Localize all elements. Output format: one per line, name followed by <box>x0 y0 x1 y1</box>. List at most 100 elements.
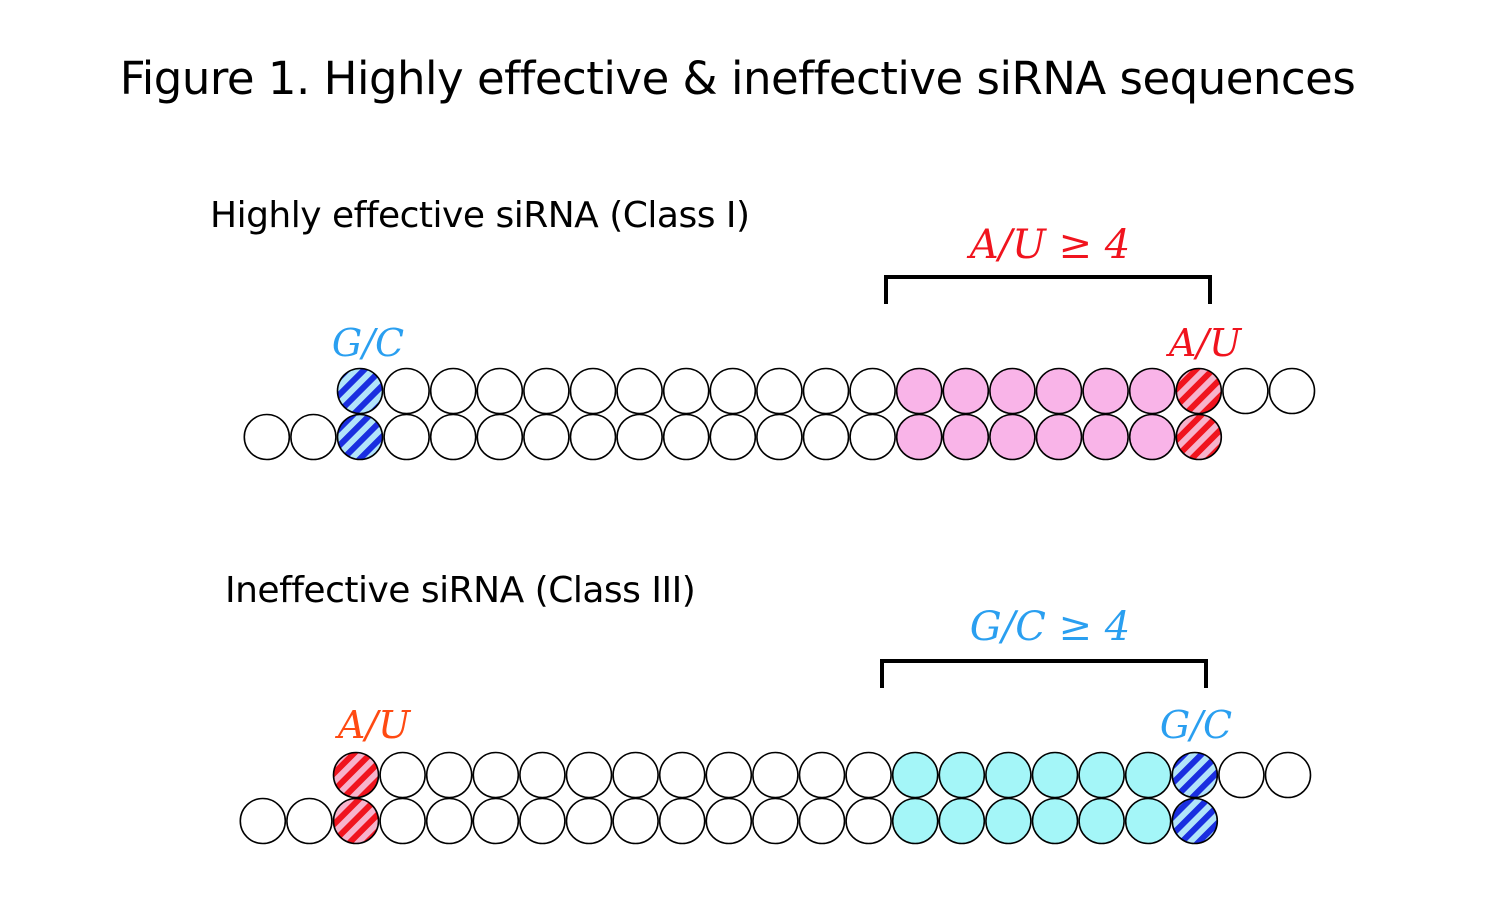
sense-nucleotide <box>379 751 426 799</box>
sense-nucleotide <box>709 367 757 415</box>
antisense-nucleotide <box>290 413 337 461</box>
antisense-nucleotide <box>332 797 380 845</box>
sense-nucleotide <box>1031 751 1079 799</box>
sense-nucleotide <box>1222 367 1269 415</box>
antisense-nucleotide <box>1031 797 1079 845</box>
class-1-duplex <box>243 367 1316 461</box>
sense-nucleotide <box>565 751 613 799</box>
antisense-nucleotide <box>1124 797 1172 845</box>
antisense-nucleotide <box>709 413 757 461</box>
antisense-nucleotide <box>523 413 570 461</box>
antisense-nucleotide <box>612 797 659 845</box>
sense-nucleotide <box>472 751 520 799</box>
antisense-nucleotide <box>845 797 892 845</box>
antisense-nucleotide <box>425 797 473 845</box>
antisense-nucleotide <box>565 797 613 845</box>
class-1-left-label: G/C <box>332 321 404 365</box>
antisense-nucleotide <box>286 797 333 845</box>
sense-nucleotide <box>519 751 566 799</box>
sense-nucleotide <box>798 751 846 799</box>
class-1-bracket-label: A/U ≥ 4 <box>966 222 1130 268</box>
sense-nucleotide <box>425 751 473 799</box>
antisense-nucleotide <box>1078 797 1125 845</box>
class-3-right-label: G/C <box>1160 703 1232 747</box>
antisense-nucleotide <box>895 413 943 461</box>
sense-nucleotide <box>849 367 896 415</box>
antisense-nucleotide <box>616 413 663 461</box>
antisense-nucleotide <box>849 413 896 461</box>
antisense-nucleotide <box>985 797 1032 845</box>
sense-nucleotide <box>1171 751 1219 799</box>
antisense-nucleotide <box>658 797 706 845</box>
antisense-nucleotide <box>662 413 710 461</box>
class-3-left-label: A/U <box>335 703 412 747</box>
class-1-panel: A/U ≥ 4 G/C A/U <box>243 222 1316 461</box>
sense-nucleotide <box>658 751 706 799</box>
antisense-nucleotide <box>705 797 753 845</box>
sense-nucleotide <box>1082 367 1129 415</box>
class-3-duplex <box>239 751 1312 845</box>
sense-nucleotide <box>891 751 939 799</box>
antisense-nucleotide <box>476 413 524 461</box>
antisense-nucleotide <box>569 413 617 461</box>
sense-nucleotide <box>569 367 617 415</box>
sense-nucleotide <box>1124 751 1172 799</box>
sense-nucleotide <box>336 367 384 415</box>
sense-nucleotide <box>705 751 753 799</box>
sense-nucleotide <box>1268 367 1316 415</box>
sense-nucleotide <box>1035 367 1083 415</box>
antisense-nucleotide <box>1175 413 1223 461</box>
sense-nucleotide <box>752 751 799 799</box>
antisense-nucleotide <box>752 797 799 845</box>
sense-nucleotide <box>1175 367 1223 415</box>
figure-title: Figure 1. Highly effective & ineffective… <box>119 52 1356 105</box>
sense-nucleotide <box>616 367 663 415</box>
sense-nucleotide <box>938 751 986 799</box>
class-3-panel: G/C ≥ 4 A/U G/C <box>239 604 1312 845</box>
sense-nucleotide <box>429 367 477 415</box>
antisense-nucleotide <box>942 413 990 461</box>
antisense-nucleotide <box>1082 413 1129 461</box>
sense-nucleotide <box>383 367 430 415</box>
class-1-heading: Highly effective siRNA (Class I) <box>210 195 750 236</box>
antisense-nucleotide <box>472 797 520 845</box>
sense-nucleotide <box>1078 751 1125 799</box>
sense-nucleotide <box>1264 751 1312 799</box>
antisense-nucleotide <box>243 413 291 461</box>
antisense-nucleotide <box>429 413 477 461</box>
class-1-bracket <box>884 275 1212 304</box>
sense-nucleotide <box>332 751 380 799</box>
antisense-nucleotide <box>239 797 287 845</box>
antisense-nucleotide <box>989 413 1036 461</box>
antisense-nucleotide <box>802 413 850 461</box>
sense-nucleotide <box>985 751 1032 799</box>
class-1-right-label: A/U <box>1166 321 1243 365</box>
antisense-nucleotide <box>938 797 986 845</box>
sense-nucleotide <box>1218 751 1265 799</box>
sense-nucleotide <box>845 751 892 799</box>
antisense-nucleotide <box>891 797 939 845</box>
antisense-nucleotide <box>519 797 566 845</box>
antisense-nucleotide <box>1128 413 1176 461</box>
antisense-nucleotide <box>756 413 803 461</box>
antisense-nucleotide <box>336 413 384 461</box>
antisense-nucleotide <box>798 797 846 845</box>
class-3-bracket <box>880 659 1208 688</box>
antisense-nucleotide <box>1035 413 1083 461</box>
sense-nucleotide <box>612 751 659 799</box>
sense-nucleotide <box>989 367 1036 415</box>
sense-nucleotide <box>895 367 943 415</box>
sense-nucleotide <box>523 367 570 415</box>
antisense-nucleotide <box>383 413 430 461</box>
sense-nucleotide <box>1128 367 1176 415</box>
sense-nucleotide <box>942 367 990 415</box>
class-3-heading: Ineffective siRNA (Class III) <box>225 570 696 611</box>
sense-nucleotide <box>662 367 710 415</box>
sense-nucleotide <box>476 367 524 415</box>
antisense-nucleotide <box>379 797 426 845</box>
sense-nucleotide <box>756 367 803 415</box>
class-3-bracket-label: G/C ≥ 4 <box>970 604 1130 650</box>
sense-nucleotide <box>802 367 850 415</box>
antisense-nucleotide <box>1171 797 1219 845</box>
